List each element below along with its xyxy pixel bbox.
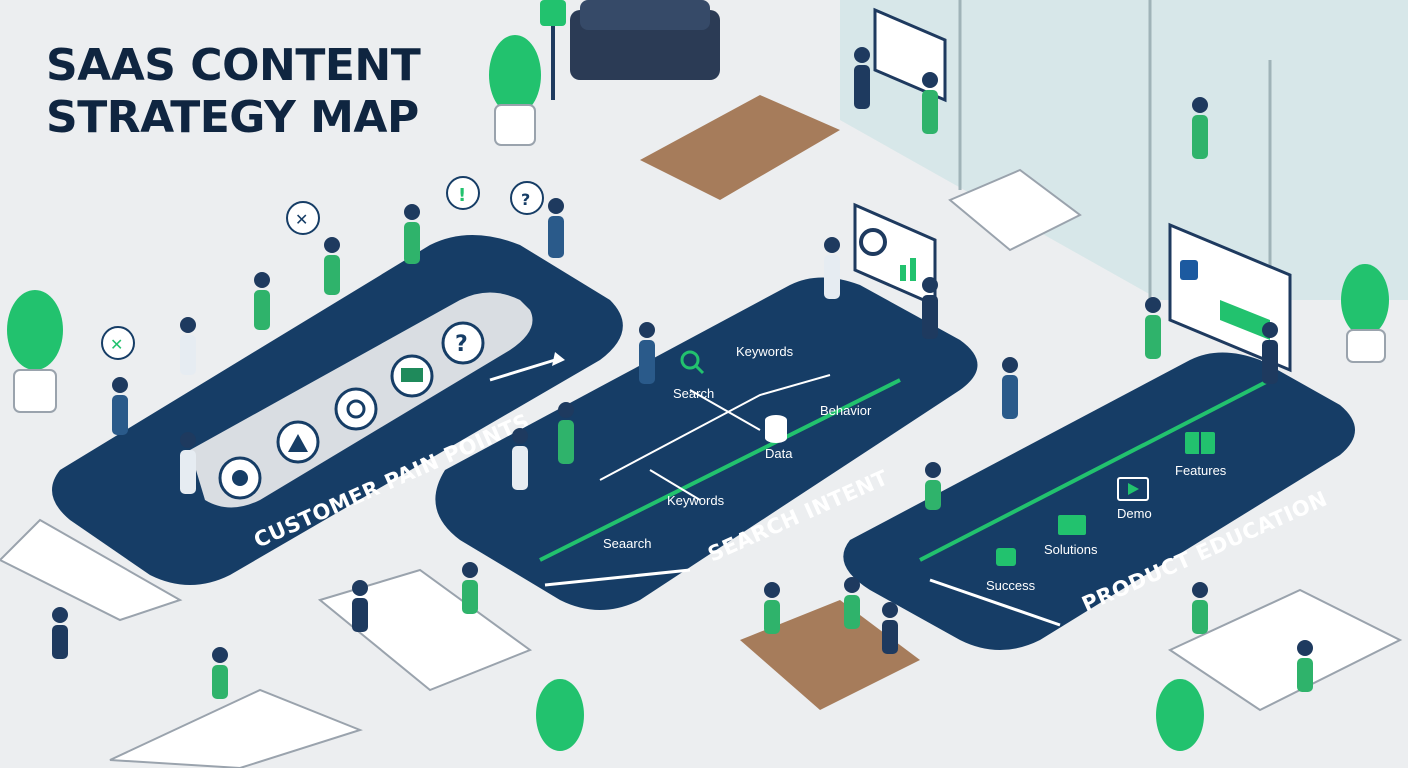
- meeting-table-bottom: [740, 600, 920, 710]
- play-icon: [1117, 477, 1149, 501]
- node-keywords-top: Keywords: [736, 344, 794, 359]
- database-icon: [765, 415, 787, 443]
- node-demo: Demo: [1117, 506, 1152, 521]
- analytics-board: [853, 202, 937, 308]
- meeting-table-top: [640, 95, 840, 200]
- briefcase-icon: [1058, 515, 1086, 535]
- desk-cluster-left: [0, 518, 533, 768]
- floor-lamp: [540, 0, 566, 100]
- node-search-bottom: Seaarch: [603, 536, 651, 551]
- node-search-top: Search: [673, 386, 714, 401]
- node-behavior: Behavior: [820, 403, 872, 418]
- node-solutions: Solutions: [1044, 542, 1098, 557]
- product-screen: [1168, 222, 1292, 373]
- page-title: SAAS CONTENT STRATEGY MAP: [46, 40, 421, 144]
- svg-text:✕: ✕: [110, 335, 123, 354]
- svg-text:?: ?: [521, 190, 530, 209]
- svg-text:!: !: [458, 185, 466, 206]
- glass-meeting-rooms: [840, 0, 1408, 300]
- node-data: Data: [765, 446, 793, 461]
- title-line-2: STRATEGY MAP: [46, 92, 419, 143]
- zone-customer-pain-points: ? ✕ ✕ ! ? CUSTOMER PAIN POINTS: [52, 176, 623, 585]
- plant-left: [7, 290, 63, 413]
- node-features: Features: [1175, 463, 1227, 478]
- title-line-1: SAAS CONTENT: [46, 40, 421, 91]
- svg-text:✕: ✕: [295, 210, 308, 229]
- svg-text:?: ?: [455, 332, 468, 357]
- people: [52, 47, 1313, 699]
- node-success: Success: [986, 578, 1036, 593]
- desk-cluster-right: [948, 168, 1403, 712]
- plant-right: [1341, 264, 1389, 363]
- magnifier-icon: [680, 350, 705, 375]
- pain-icon-bubbles: ? ✕ ✕ ! ?: [101, 176, 544, 500]
- plant-top: [489, 35, 541, 146]
- lounge-sofa: [570, 0, 720, 80]
- node-keywords-mid: Keywords: [667, 493, 725, 508]
- trophy-icon: [996, 548, 1016, 566]
- book-icon: [1185, 432, 1215, 454]
- plant-bottom: [536, 679, 1204, 751]
